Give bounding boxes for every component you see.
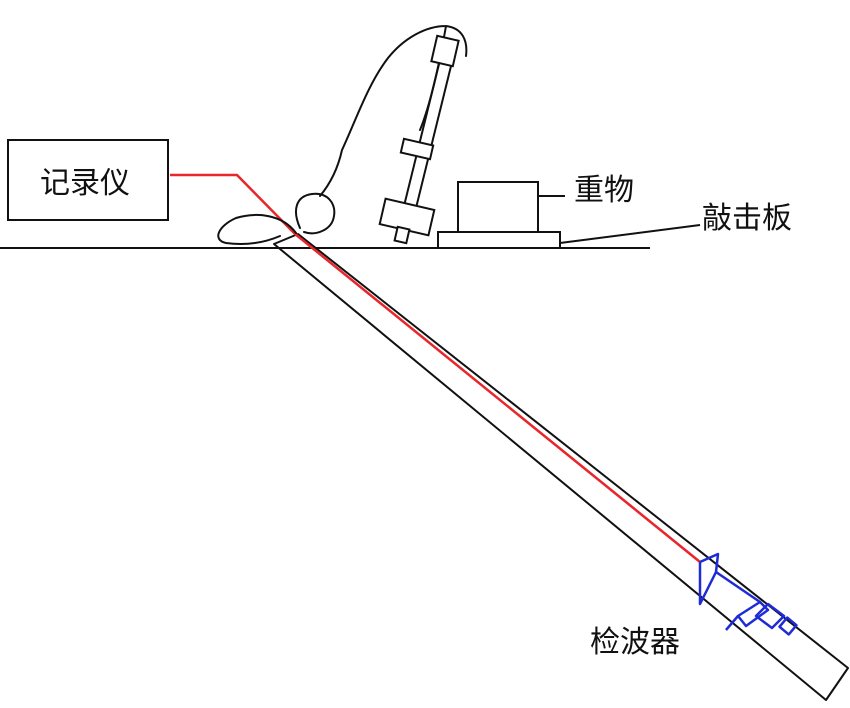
hammer-handle-left: [403, 59, 441, 207]
geophone-upper-clamp: [699, 552, 720, 573]
hammer-handle-right: [415, 61, 453, 209]
hammer: [378, 34, 460, 245]
hand-outline: [217, 24, 468, 246]
recorder-label: 记录仪: [40, 166, 130, 201]
geophone-tip: [778, 616, 798, 636]
striking-plate: [437, 231, 561, 249]
borehole-casing: [273, 233, 849, 701]
hammer-top-grip: [430, 34, 460, 68]
geophone: [698, 552, 798, 636]
geophone-arm: [698, 562, 761, 606]
geophone-sensor-block: [754, 602, 786, 630]
geophone-body: [736, 600, 770, 628]
hammer-mid-grip: [399, 137, 435, 161]
hammer-tip: [393, 225, 411, 245]
geophone-label: 检波器: [590, 625, 680, 660]
signal-cable: [170, 173, 701, 563]
weight-block: [457, 181, 539, 233]
weight-label: 重物: [574, 173, 634, 208]
recorder-box: [7, 139, 169, 221]
striking-plate-label: 敲击板: [702, 201, 792, 236]
striking-plate-leader-line: [559, 224, 701, 244]
geophone-lower-brace: [725, 615, 739, 631]
